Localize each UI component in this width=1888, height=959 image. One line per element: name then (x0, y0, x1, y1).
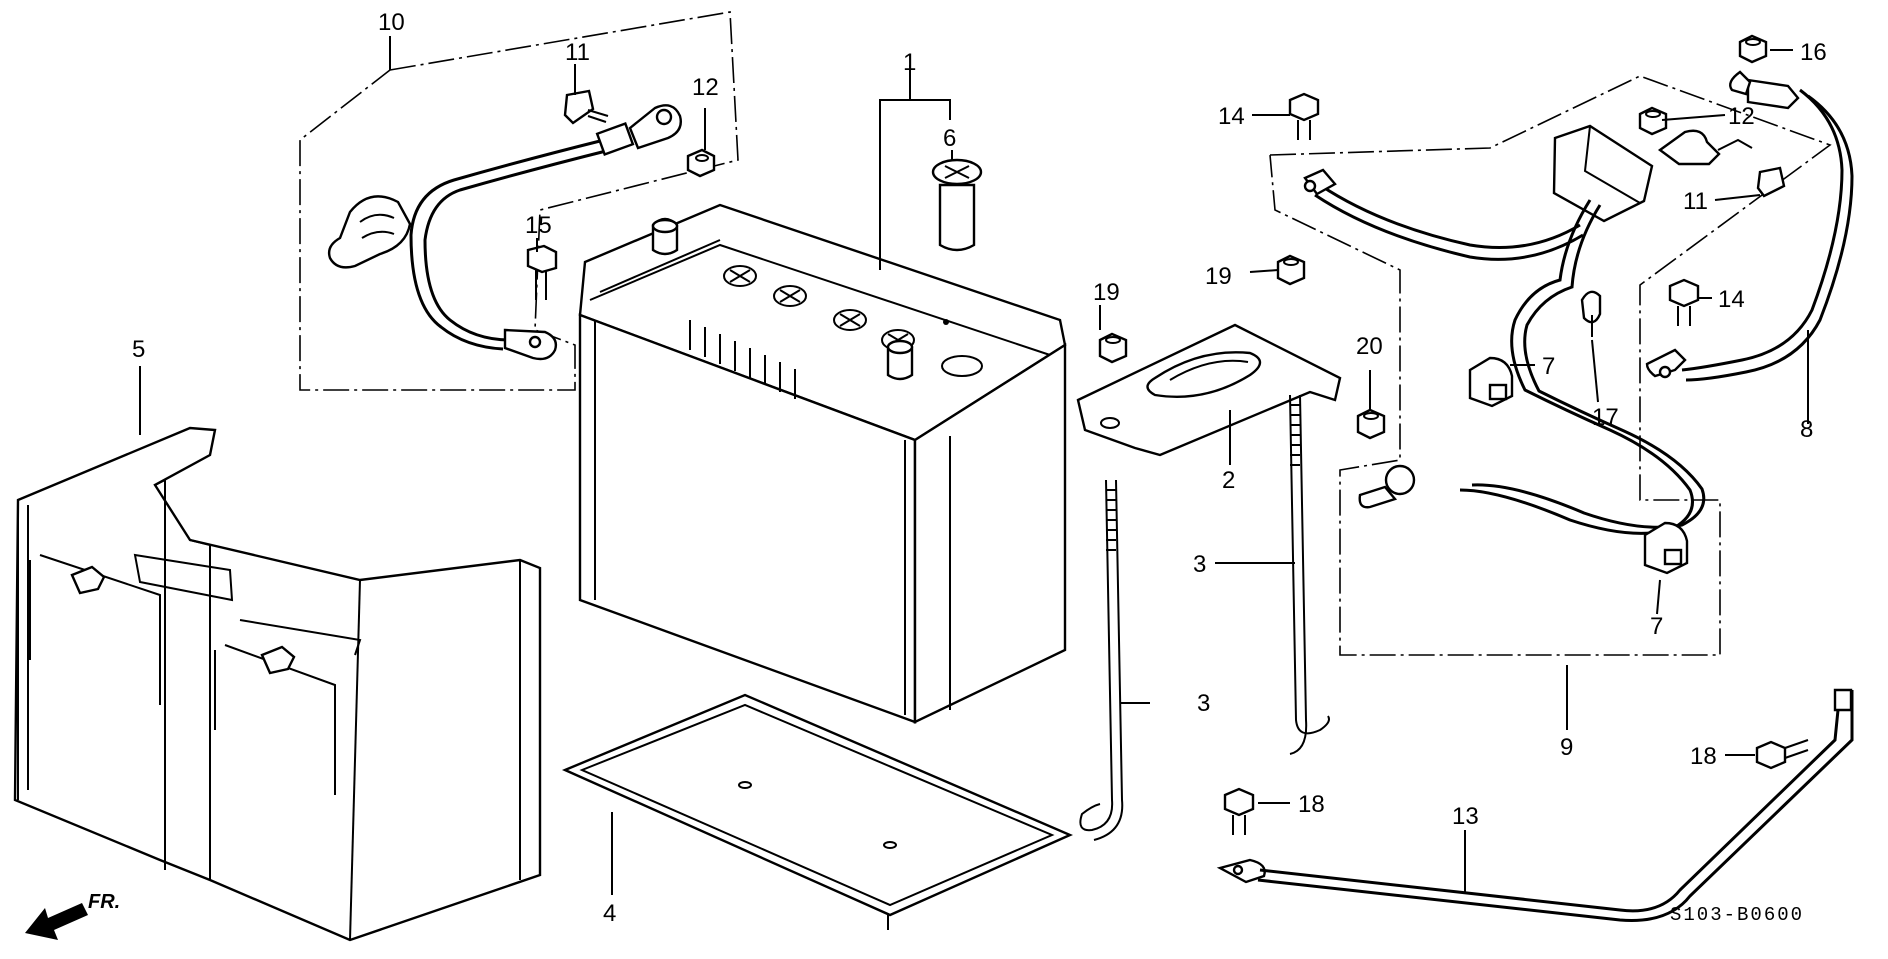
label-part-18-right: 18 (1690, 743, 1717, 770)
battery-cover-5 (13, 426, 542, 942)
hold-down-rod-3-right (1289, 394, 1330, 755)
label-part-14-right: 14 (1718, 286, 1745, 313)
label-part-7-lower: 7 (1650, 613, 1663, 640)
ground-cable-8 (1645, 70, 1854, 382)
nut-12-right (1638, 106, 1668, 136)
terminal-cover-7-b (1643, 521, 1689, 575)
diagram-code: S103-B0600 (1670, 904, 1804, 926)
terminal-cover-7-a (1468, 356, 1514, 408)
group-10-cable-assembly (299, 11, 739, 391)
label-part-15: 15 (525, 212, 552, 239)
label-part-19-right: 19 (1205, 263, 1232, 290)
label-part-4: 4 (603, 900, 616, 927)
bolt-15 (526, 244, 558, 300)
nut-19-b (1276, 254, 1306, 286)
hold-down-bracket-2 (1076, 323, 1342, 457)
nut-12-left (686, 148, 716, 178)
nut-20 (1356, 408, 1386, 440)
label-part-8: 8 (1800, 416, 1813, 443)
label-part-3-upper: 3 (1193, 551, 1206, 578)
label-part-10: 10 (378, 9, 405, 36)
bolt-18-b (1755, 739, 1809, 770)
label-part-16: 16 (1800, 39, 1827, 66)
label-part-3-lower: 3 (1197, 690, 1210, 717)
label-part-5: 5 (132, 336, 145, 363)
battery-tray-4 (561, 693, 1073, 930)
label-part-19-left: 19 (1093, 279, 1120, 306)
bolt-18-a (1223, 787, 1255, 835)
leader-lines (139, 36, 1809, 895)
label-part-1: 1 (903, 49, 916, 76)
label-part-2: 2 (1222, 467, 1235, 494)
label-part-12-right: 12 (1728, 103, 1755, 130)
front-direction-arrow: FR. (25, 891, 120, 940)
hold-down-rod-3-left (1079, 479, 1124, 841)
label-part-14-left: 14 (1218, 103, 1245, 130)
bolt-11-right (1756, 166, 1786, 198)
label-part-18-left: 18 (1298, 791, 1325, 818)
bolt-11-left (563, 89, 609, 125)
bolt-16 (1738, 34, 1768, 64)
label-part-11-left: 11 (565, 39, 590, 66)
nut-19-a (1098, 332, 1128, 364)
label-part-11-right: 11 (1683, 188, 1708, 215)
battery-1 (578, 203, 1067, 724)
bolt-14-b (1668, 278, 1700, 326)
ground-strap-13 (1216, 688, 1854, 922)
label-part-13: 13 (1452, 803, 1479, 830)
label-part-12-left: 12 (692, 74, 719, 101)
label-part-9: 9 (1560, 734, 1573, 761)
vent-plug-6 (931, 158, 983, 252)
label-part-17: 17 (1592, 404, 1619, 431)
label-part-7-upper: 7 (1542, 353, 1555, 380)
label-part-20: 20 (1356, 333, 1383, 360)
clip-17 (1580, 290, 1602, 337)
group-9-cable-assembly (1269, 75, 1832, 656)
label-part-6: 6 (943, 125, 956, 152)
front-marker-text: FR. (88, 891, 120, 913)
bolt-14-a (1288, 92, 1320, 140)
